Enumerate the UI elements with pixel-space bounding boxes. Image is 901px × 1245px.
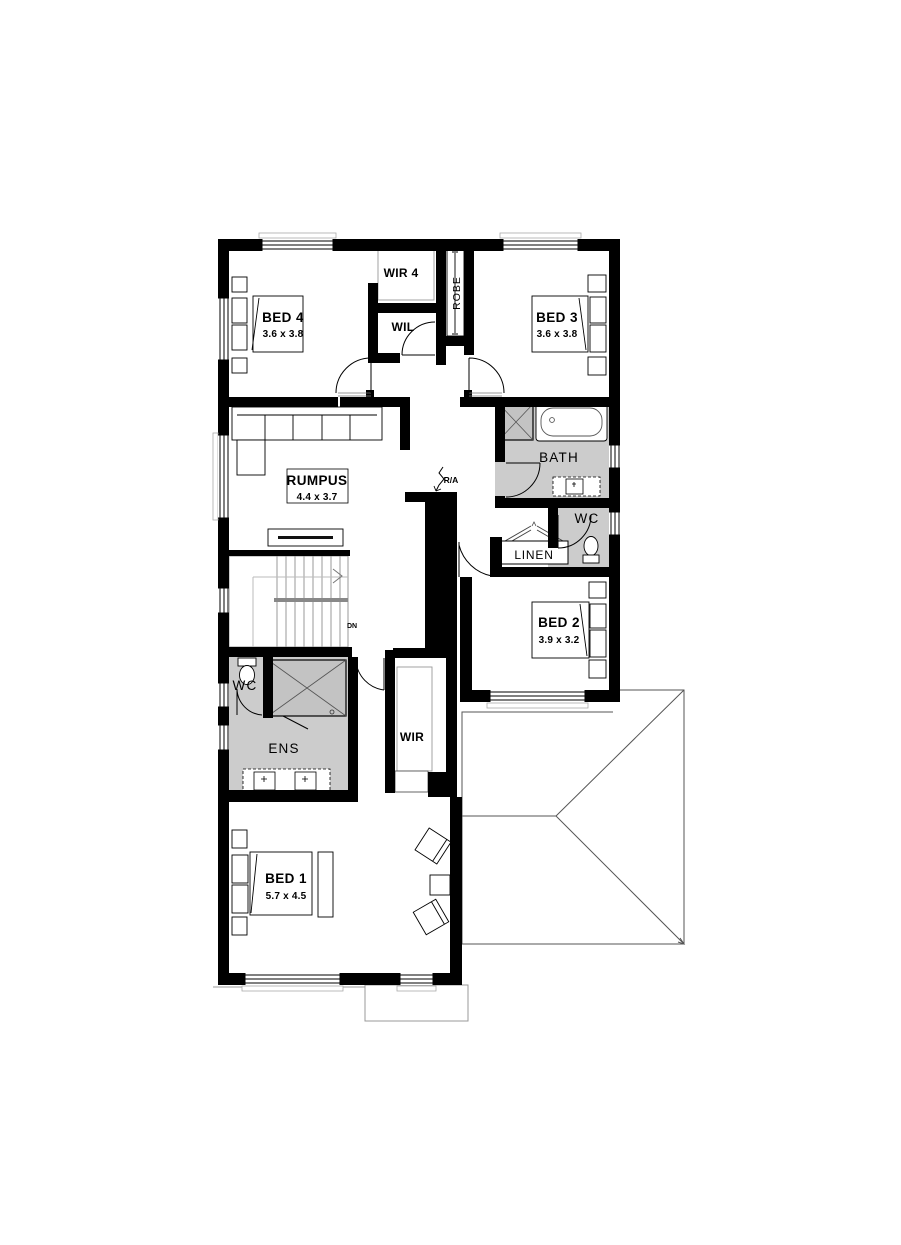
wir4-label: WIR 4 xyxy=(384,266,419,280)
windows xyxy=(212,232,620,992)
tv-unit-icon xyxy=(267,528,344,547)
robe-hall-label: ROBE xyxy=(435,587,447,621)
bed2-dims: 3.9 x 3.2 xyxy=(539,635,580,646)
toilet-lower-icon xyxy=(237,657,257,685)
bed4-label: BED 4 xyxy=(262,310,304,325)
wir-label: WIR xyxy=(400,730,424,744)
bed4-furniture xyxy=(231,276,304,374)
bed3-label: BED 3 xyxy=(536,310,578,325)
stairs-dn-label: DN xyxy=(347,623,357,630)
armchair-icon xyxy=(412,827,452,936)
labels: BED 4 3.6 x 3.8 WIR 4 WIL ROBE BED 3 3.6… xyxy=(233,266,600,902)
bath-vanity-icon xyxy=(552,476,601,497)
wc-lower-label: WC xyxy=(233,678,258,693)
bed1-dims: 5.7 x 4.5 xyxy=(266,891,307,902)
staircase xyxy=(228,555,349,648)
bed2-furniture xyxy=(531,581,607,679)
sofa-icon xyxy=(231,406,383,476)
bed4-dims: 3.6 x 3.8 xyxy=(263,329,304,340)
bed3-furniture xyxy=(531,274,607,376)
roof-outline xyxy=(461,689,686,945)
rumpus-label-box xyxy=(286,468,349,504)
linen-doors-icon xyxy=(504,521,564,546)
doors xyxy=(236,321,592,716)
ens-label: ENS xyxy=(268,741,299,756)
bed2-label: BED 2 xyxy=(538,615,580,630)
robe-top-label: ROBE xyxy=(451,276,463,310)
walls xyxy=(218,239,620,985)
toilet-upper-icon xyxy=(582,536,600,564)
bed1-furniture xyxy=(231,829,334,936)
wc-upper-label: WC xyxy=(575,511,600,526)
bath-label: BATH xyxy=(539,450,579,465)
return-air-label: R/A xyxy=(444,475,459,485)
wir-shelving xyxy=(377,249,435,793)
linen-label: LINEN xyxy=(514,548,553,562)
bed1-label: BED 1 xyxy=(265,871,307,886)
wil-label: WIL xyxy=(392,320,415,334)
bed3-dims: 3.6 x 3.8 xyxy=(537,329,578,340)
ens-vanity-icon xyxy=(242,768,331,793)
rumpus-label: RUMPUS xyxy=(287,473,348,488)
return-air-marker xyxy=(433,466,445,492)
rumpus-dims: 4.4 x 3.7 xyxy=(297,492,338,503)
ens-shower-icon xyxy=(267,659,347,730)
side-table-icon xyxy=(429,874,451,896)
